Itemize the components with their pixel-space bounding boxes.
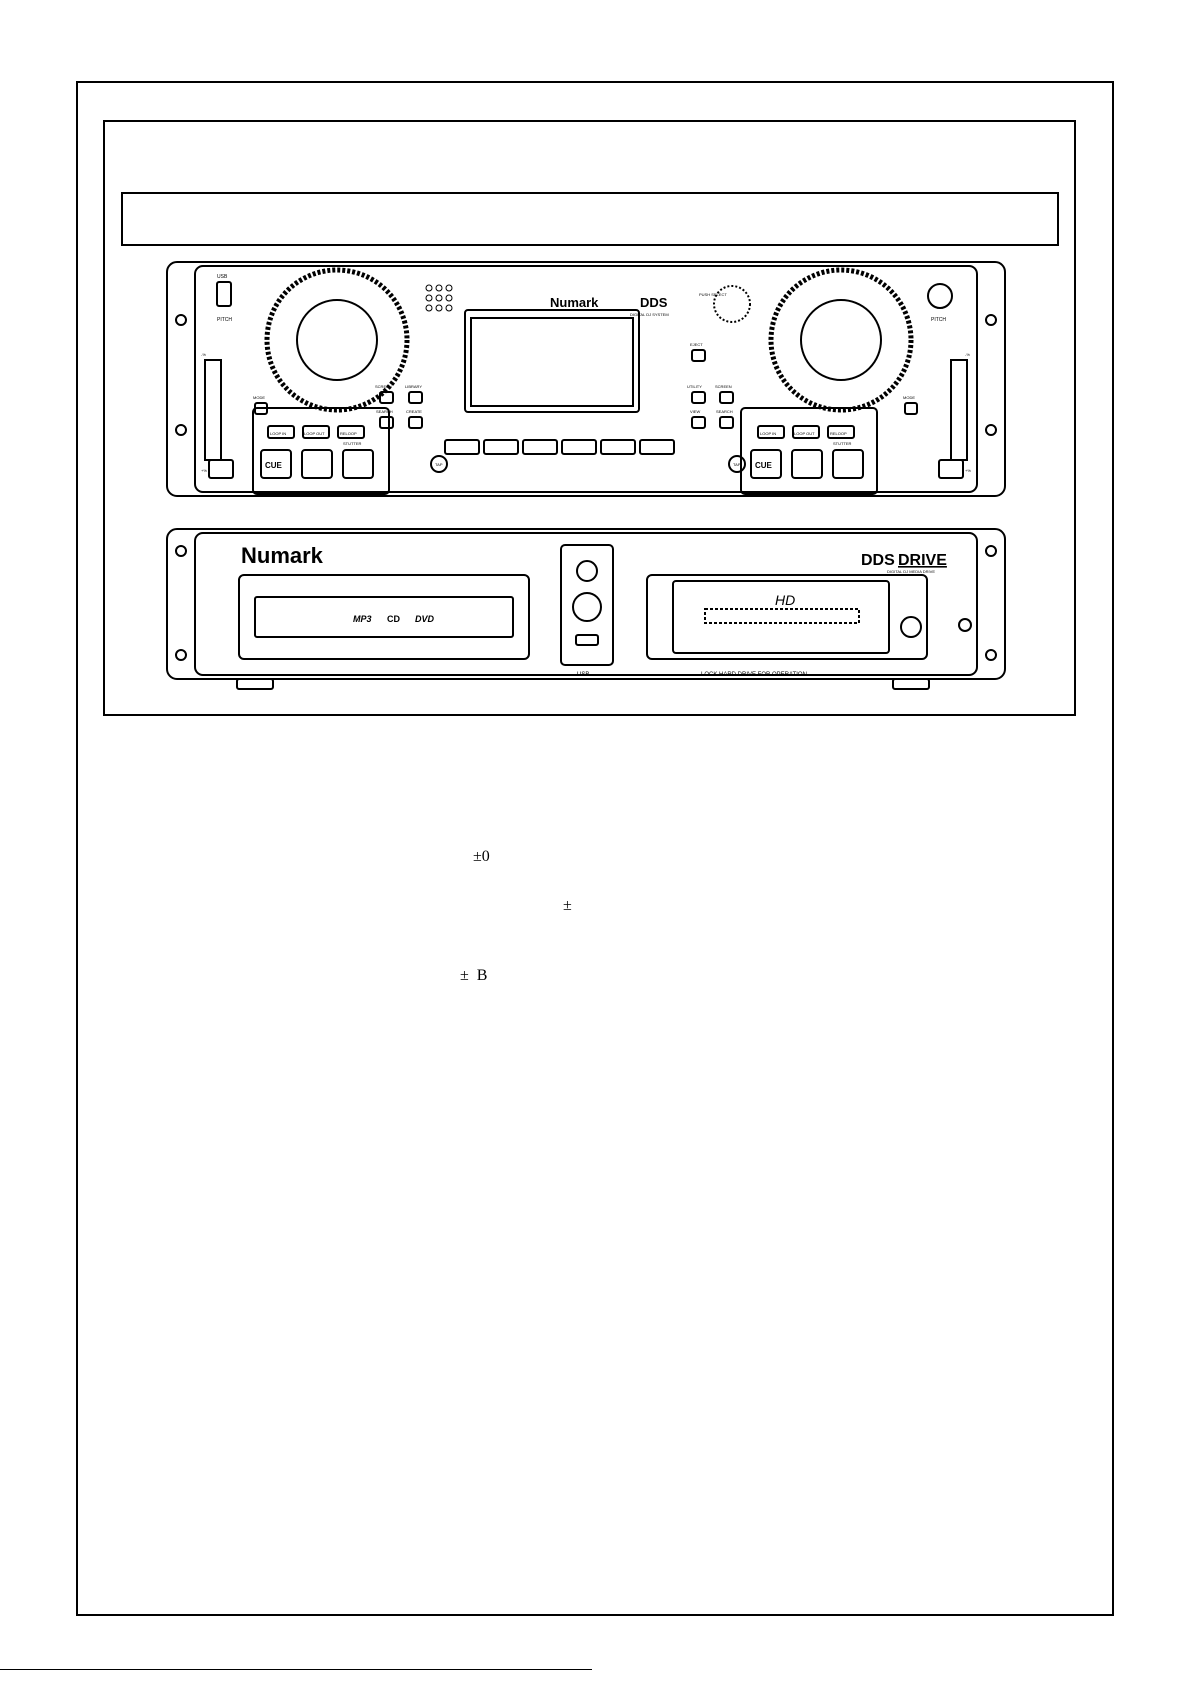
drive-power-button <box>572 592 602 622</box>
pitch-minus-left: -% <box>201 352 206 357</box>
plus-minus-symbol: ± <box>473 848 482 865</box>
jog-wheel-left <box>264 267 410 413</box>
logo-cd: CD <box>387 614 400 624</box>
spec-line-1: ±0 <box>473 848 490 866</box>
dds-drive-illustration: Numark DDS DRIVE DIGITAL DJ MEDIA DRIVE … <box>166 528 1006 690</box>
screen-label-right: SCREEN <box>715 384 732 389</box>
drive-usb-label: USB <box>577 672 589 678</box>
reloop-right: RELOOP <box>830 431 847 436</box>
screen-label: SCREEN <box>375 384 392 389</box>
pitch-plus-right: +% <box>965 468 971 473</box>
lock-caption: LOCK HARD DRIVE FOR OPERATION <box>701 672 807 678</box>
push-select-label: PUSH SELECT <box>699 292 727 297</box>
drive-usb-port <box>575 634 599 646</box>
spec-line-2: ± <box>563 897 572 915</box>
drive-model-sub: DIGITAL DJ MEDIA DRIVE <box>887 569 935 574</box>
plus-minus-symbol: ± <box>563 897 572 914</box>
drive-model-a: DDS <box>861 552 895 569</box>
spec-value: 0 <box>481 848 490 865</box>
pitch-minus-right: -% <box>965 352 970 357</box>
loop-in-left: LOOP IN <box>270 431 286 436</box>
view-label: VIEW <box>690 409 700 414</box>
lcd-screen <box>464 309 640 413</box>
page-border <box>76 81 1114 1616</box>
utility-label: UTILITY <box>687 384 702 389</box>
pitch-label-left: PITCH <box>217 317 232 323</box>
spec-line-3: ± B <box>460 967 487 985</box>
tap-right: TAP <box>733 462 741 467</box>
dds-controller-illustration: Numark DDS DIGITAL DJ SYSTEM USB PITCH P… <box>166 261 1006 497</box>
drive-rack-frame <box>166 528 1006 680</box>
hard-drive-bay <box>646 574 928 660</box>
rack-frame <box>166 261 1006 497</box>
reloop-left: RELOOP <box>340 431 357 436</box>
faceplate <box>194 265 978 493</box>
loop-out-left: LOOP OUT <box>304 431 325 436</box>
figure-caption-bar <box>121 192 1059 246</box>
mode-label-right: MODE <box>903 395 915 400</box>
drive-model-b: DRIVE <box>898 552 947 569</box>
optical-drive <box>238 574 530 660</box>
logo-dvd: DVD <box>415 614 435 624</box>
tap-left: TAP <box>435 462 443 467</box>
cue-left: CUE <box>265 461 283 470</box>
dds-model: DDS <box>640 295 668 310</box>
hd-label: HD <box>775 592 795 608</box>
library-label: LIBRARY <box>405 384 422 389</box>
lock-icon <box>958 618 972 632</box>
spec-value: B <box>476 967 488 984</box>
pitch-plus-left: +% <box>201 468 207 473</box>
mode-label-left: MODE <box>253 395 265 400</box>
jog-wheel-right <box>768 267 914 413</box>
loop-in-right: LOOP IN <box>760 431 776 436</box>
dds-brand: Numark <box>550 295 599 310</box>
search-label-right: SEARCH <box>716 409 733 414</box>
plus-minus-symbol: ± <box>460 967 469 984</box>
drive-brand: Numark <box>241 543 324 568</box>
create-label: CREATE <box>406 409 422 414</box>
pitch-label-right: PITCH <box>931 317 946 323</box>
eject-button <box>576 560 598 582</box>
stutter-left: STUTTER <box>343 441 362 446</box>
figure-frame <box>103 120 1076 716</box>
stutter-right: STUTTER <box>833 441 852 446</box>
dds-model-sub: DIGITAL DJ SYSTEM <box>630 312 669 317</box>
search-label: SEARCH <box>376 409 393 414</box>
lock-key <box>900 616 922 638</box>
footer-rule <box>0 1669 592 1670</box>
logo-mp3: MP3 <box>353 614 372 624</box>
usb-label: USB <box>217 274 228 280</box>
eject-label: EJECT <box>690 342 703 347</box>
cue-right: CUE <box>755 461 773 470</box>
loop-out-right: LOOP OUT <box>794 431 815 436</box>
